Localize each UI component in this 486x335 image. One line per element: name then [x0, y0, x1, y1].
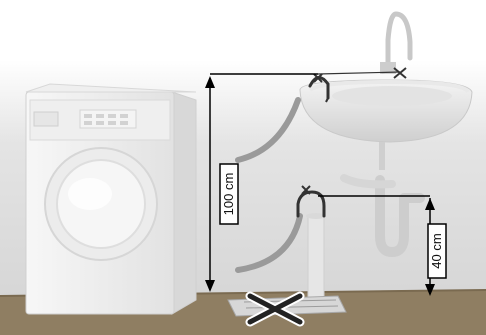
upper-dimension-label: 100 cm: [221, 164, 237, 224]
washing-machine: [26, 84, 196, 314]
lower-dimension-label: 40 cm: [429, 224, 445, 278]
standpipe: [306, 213, 326, 300]
